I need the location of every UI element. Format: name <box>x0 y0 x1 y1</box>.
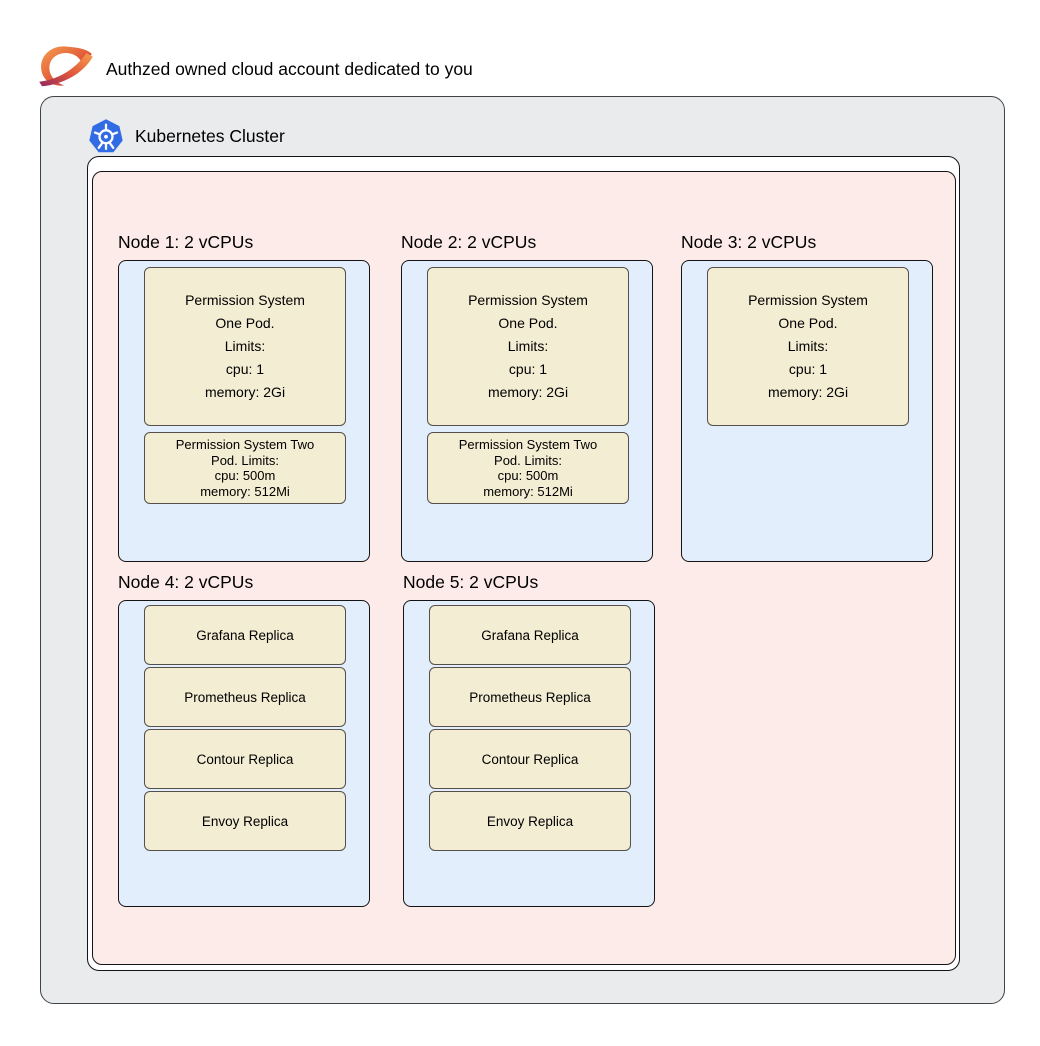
node-5-label: Node 5: 2 vCPUs <box>403 572 539 592</box>
node-5-box: Grafana Replica Prometheus Replica Conto… <box>403 600 655 907</box>
pod-envoy-replica: Envoy Replica <box>144 791 346 851</box>
pod-grafana-replica: Grafana Replica <box>429 605 631 665</box>
pod-envoy-replica: Envoy Replica <box>429 791 631 851</box>
cloud-account-box: Kubernetes Cluster Node 1: 2 vCPUs Node … <box>40 96 1005 1004</box>
pod-grafana-replica: Grafana Replica <box>144 605 346 665</box>
pod-permission-system-two: Permission System Two Pod. Limits: cpu: … <box>144 432 346 504</box>
node-1-label: Node 1: 2 vCPUs <box>118 232 254 252</box>
cluster-label: Kubernetes Cluster <box>135 126 285 146</box>
pod-prometheus-replica: Prometheus Replica <box>144 667 346 727</box>
pod-permission-system-one: Permission System One Pod. Limits: cpu: … <box>144 267 346 426</box>
pod-contour-replica: Contour Replica <box>429 729 631 789</box>
kubernetes-icon <box>87 117 125 155</box>
node-2-label: Node 2: 2 vCPUs <box>401 232 537 252</box>
pod-permission-system-one: Permission System One Pod. Limits: cpu: … <box>427 267 629 426</box>
node-2-box: Permission System One Pod. Limits: cpu: … <box>401 260 653 562</box>
pod-prometheus-replica: Prometheus Replica <box>429 667 631 727</box>
node-1-box: Permission System One Pod. Limits: cpu: … <box>118 260 370 562</box>
cluster-inner-region: Node 1: 2 vCPUs Node 2: 2 vCPUs Node 3: … <box>92 171 956 965</box>
node-4-label: Node 4: 2 vCPUs <box>118 572 254 592</box>
pod-permission-system-one: Permission System One Pod. Limits: cpu: … <box>707 267 909 426</box>
pod-contour-replica: Contour Replica <box>144 729 346 789</box>
kubernetes-cluster-box: Node 1: 2 vCPUs Node 2: 2 vCPUs Node 3: … <box>87 156 960 971</box>
node-3-box: Permission System One Pod. Limits: cpu: … <box>681 260 933 562</box>
node-4-box: Grafana Replica Prometheus Replica Conto… <box>118 600 370 907</box>
node-3-label: Node 3: 2 vCPUs <box>681 232 817 252</box>
pod-permission-system-two: Permission System Two Pod. Limits: cpu: … <box>427 432 629 504</box>
account-label: Authzed owned cloud account dedicated to… <box>106 59 473 79</box>
authzed-logo-icon <box>36 42 96 90</box>
